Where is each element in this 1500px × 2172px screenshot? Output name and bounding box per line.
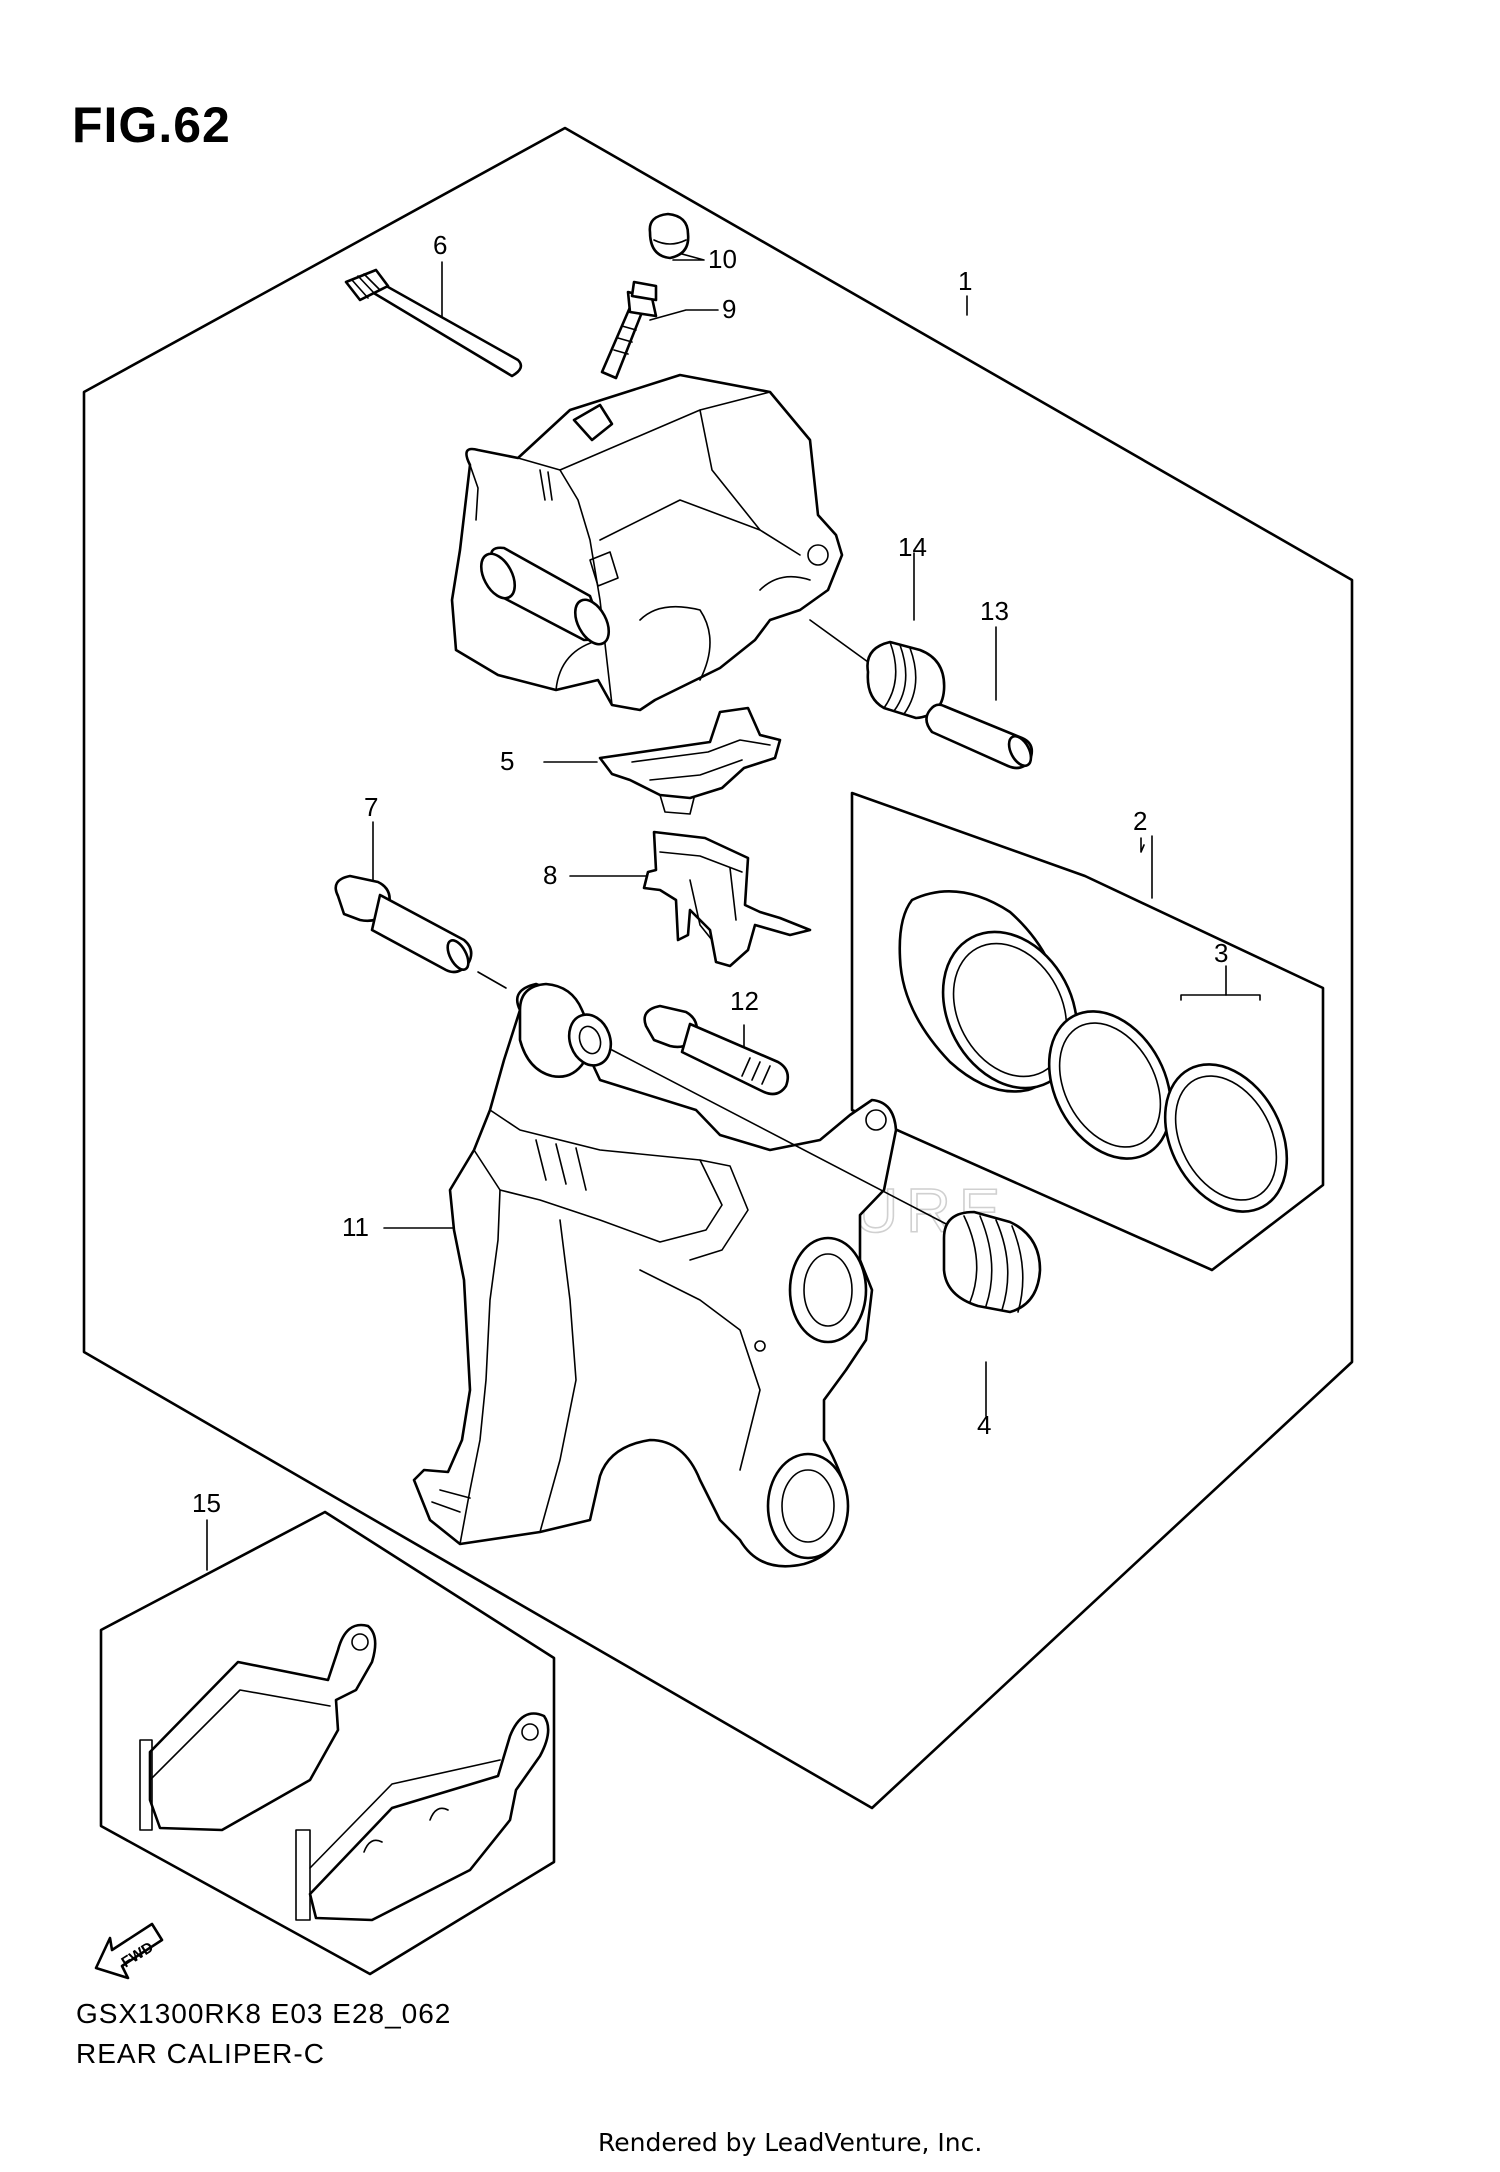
bracket-top-boss bbox=[518, 982, 613, 1078]
part-2-piston bbox=[898, 890, 1079, 1093]
callout-13: 13 bbox=[980, 596, 1009, 626]
callout-11: 11 bbox=[342, 1212, 369, 1242]
part-15-brake-pads bbox=[139, 1623, 550, 1922]
leader-lines bbox=[206, 247, 1261, 1571]
callout-4: 4 bbox=[977, 1410, 991, 1440]
part-10-cap bbox=[648, 212, 690, 260]
caliper-body bbox=[450, 373, 844, 712]
figure-name: REAR CALIPER-C bbox=[76, 2038, 325, 2069]
callout-6-label: 6 bbox=[433, 230, 447, 260]
part-14-boot bbox=[866, 640, 946, 720]
callout-3: 3 bbox=[1214, 938, 1228, 968]
fwd-direction-marker: FWD bbox=[94, 1922, 164, 1980]
callout-5: 5 bbox=[500, 746, 514, 776]
part-8-retainer bbox=[642, 830, 812, 968]
part-5-spring bbox=[598, 706, 782, 815]
figure-title: FIG.62 bbox=[72, 97, 231, 153]
part-13-sleeve bbox=[925, 703, 1034, 770]
part-9-bleeder-screw bbox=[600, 280, 658, 380]
model-code: GSX1300RK8 E03 E28_062 bbox=[76, 1998, 452, 2029]
callout-8: 8 bbox=[543, 860, 557, 890]
part-6-pin bbox=[344, 268, 523, 378]
piston-kit-frame bbox=[850, 791, 1325, 1272]
caliper-piston-boss bbox=[479, 546, 619, 646]
callout-14: 14 bbox=[898, 532, 927, 562]
pad-set-frame bbox=[99, 1510, 556, 1976]
callout-9: 9 bbox=[722, 294, 736, 324]
part-12-bolt bbox=[643, 1004, 790, 1096]
callout-15: 15 bbox=[192, 1488, 221, 1518]
callout-7: 7 bbox=[364, 792, 378, 822]
callout-1: 1 bbox=[958, 266, 972, 296]
part-7-bolt bbox=[334, 874, 507, 989]
callout-12: 12 bbox=[730, 986, 759, 1016]
part-11-bracket bbox=[412, 982, 898, 1568]
part-3-seals bbox=[1047, 1010, 1289, 1213]
render-credit: Rendered by LeadVenture, Inc. bbox=[598, 2128, 983, 2157]
callout-10: 10 bbox=[708, 244, 737, 274]
assembly-frame bbox=[82, 126, 1354, 1810]
callout-2: 2 bbox=[1133, 806, 1147, 836]
part-4-boot bbox=[942, 1210, 1042, 1314]
